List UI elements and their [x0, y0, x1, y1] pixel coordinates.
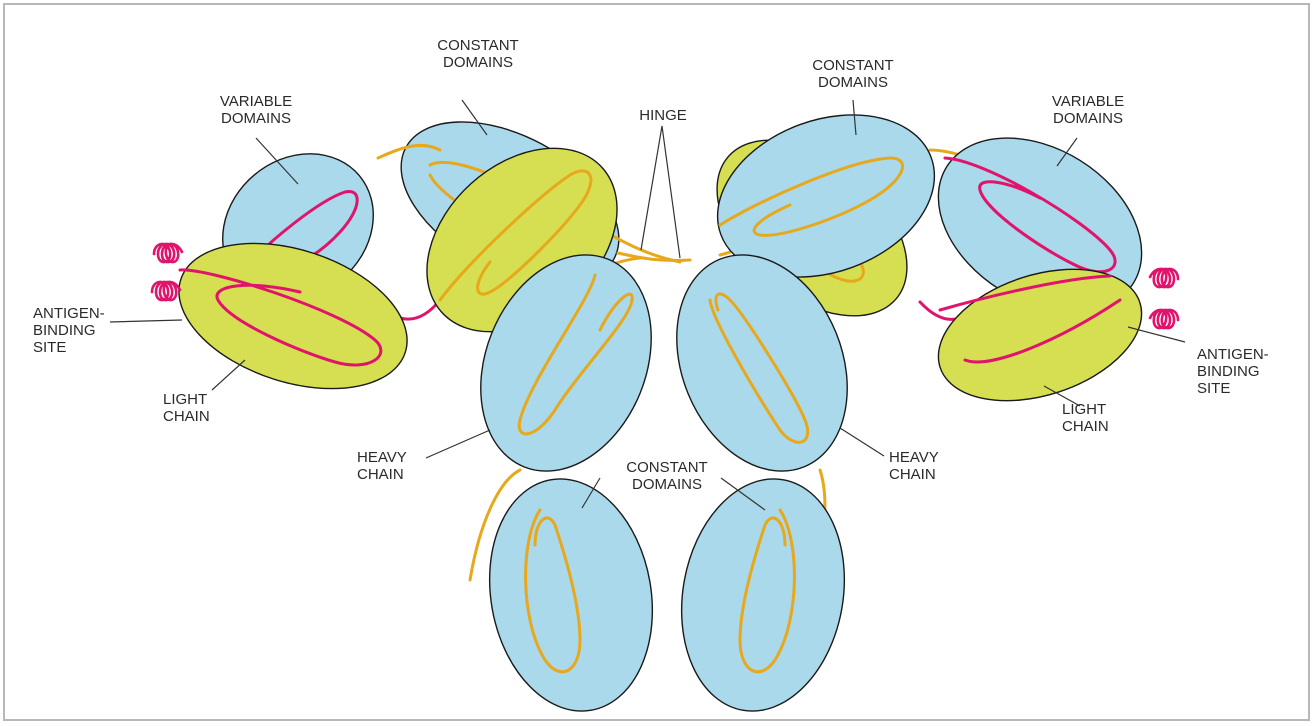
label-line: CHAIN: [357, 466, 404, 483]
label-line: SITE: [1197, 380, 1230, 397]
label-line: DOMAINS: [1053, 110, 1123, 127]
constant-domain-bottom-right-ch3: [664, 466, 862, 724]
label-hinge: HINGE: [639, 107, 687, 124]
label-line: DOMAINS: [818, 74, 888, 91]
label-line: HEAVY: [889, 449, 939, 466]
label-line: CONSTANT: [626, 459, 707, 476]
label-line: LIGHT: [163, 391, 207, 408]
label-line: SITE: [33, 339, 66, 356]
label-line: CHAIN: [163, 408, 210, 425]
label-line: HEAVY: [357, 449, 407, 466]
label-line: LIGHT: [1062, 401, 1106, 418]
label-line: ANTIGEN-: [33, 305, 105, 322]
constant-domain-bottom-left-ch3: [472, 466, 670, 724]
label-line: CONSTANT: [812, 57, 893, 74]
antigen-binding-site-left-coils: [152, 244, 182, 300]
label-line: CONSTANT: [437, 37, 518, 54]
label-line: ANTIGEN-: [1197, 346, 1269, 363]
label-line: DOMAINS: [632, 476, 702, 493]
label-line: BINDING: [1197, 363, 1260, 380]
label-line: VARIABLE: [220, 93, 292, 110]
label-line: CHAIN: [1062, 418, 1109, 435]
antigen-binding-site-right-coils: [1150, 269, 1178, 328]
label-line: HINGE: [639, 107, 687, 124]
label-line: DOMAINS: [221, 110, 291, 127]
label-line: BINDING: [33, 322, 96, 339]
label-line: CHAIN: [889, 466, 936, 483]
label-line: DOMAINS: [443, 54, 513, 71]
label-line: VARIABLE: [1052, 93, 1124, 110]
